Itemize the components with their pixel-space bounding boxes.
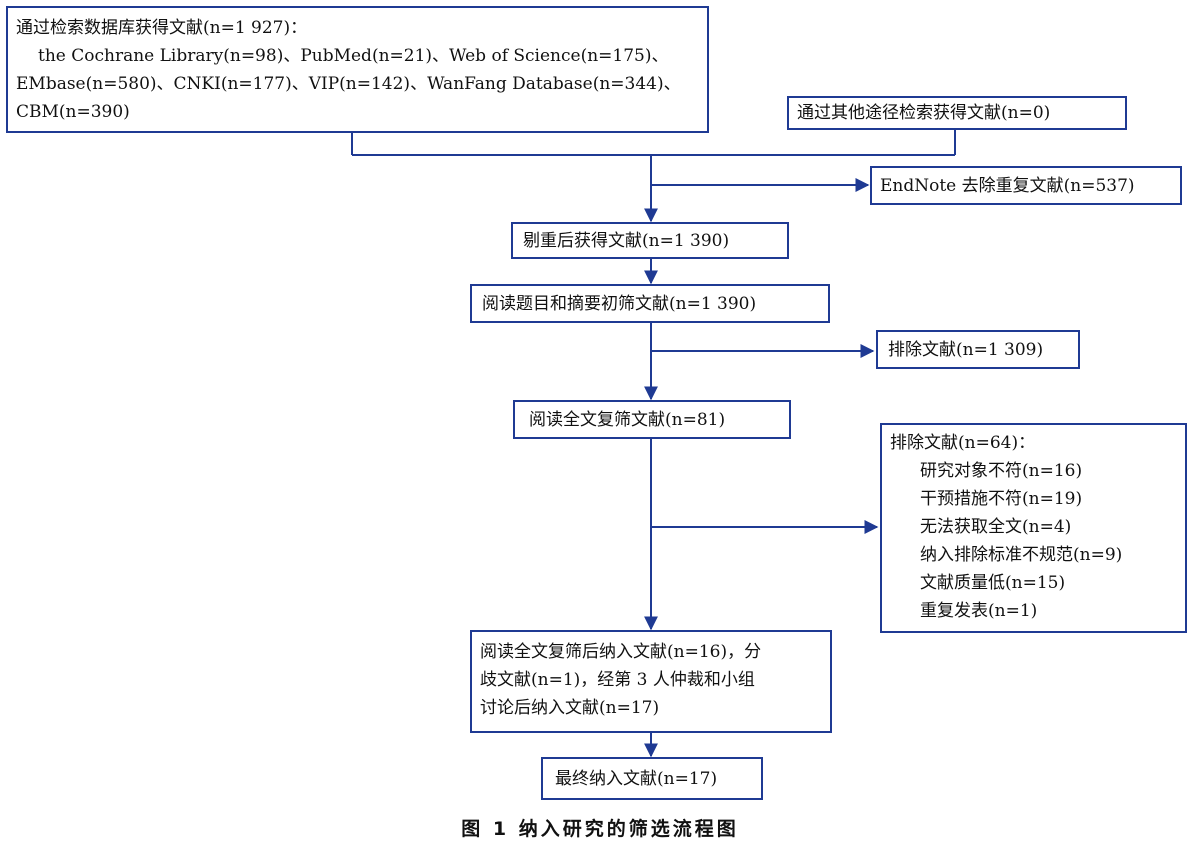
exclusion-reason: 无法获取全文(n=4) [920, 517, 1072, 537]
exclusion-reason: 纳入排除标准不规范(n=9) [920, 545, 1123, 565]
title-abstract-screening-box: 阅读题目和摘要初筛文献(n=1 390) [470, 284, 830, 323]
fulltext-screening-box: 阅读全文复筛文献(n=81) [513, 400, 791, 439]
database-search-line-3: CBM(n=390) [16, 102, 130, 122]
excluded-first-text: 排除文献(n=1 309) [888, 340, 1044, 360]
duplicates-removed-text: EndNote 去除重复文献(n=537) [880, 176, 1135, 196]
exclusion-reason: 重复发表(n=1) [920, 601, 1038, 621]
database-search-title: 通过检索数据库获得文献(n=1 927)： [16, 18, 308, 38]
excluded-second-title: 排除文献(n=64)： [890, 433, 1036, 453]
figure-caption: 图 1 纳入研究的筛选流程图 [461, 818, 739, 840]
after-fulltext-line-2: 歧文献(n=1)，经第 3 人仲裁和小组 [480, 670, 755, 690]
exclusion-reason: 干预措施不符(n=19) [920, 489, 1083, 509]
final-included-box: 最终纳入文献(n=17) [541, 757, 763, 800]
after-fulltext-line-1: 阅读全文复筛后纳入文献(n=16)，分 [480, 642, 762, 662]
database-search-line-1: the Cochrane Library(n=98)、PubMed(n=21)、… [38, 46, 669, 66]
after-fulltext-box: 阅读全文复筛后纳入文献(n=16)，分 歧文献(n=1)，经第 3 人仲裁和小组… [470, 630, 832, 733]
final-included-text: 最终纳入文献(n=17) [555, 769, 718, 789]
exclusion-reason: 研究对象不符(n=16) [920, 461, 1083, 481]
fulltext-screening-text: 阅读全文复筛文献(n=81) [529, 410, 726, 430]
duplicates-removed-box: EndNote 去除重复文献(n=537) [870, 166, 1182, 205]
other-sources-text: 通过其他途径检索获得文献(n=0) [797, 103, 1051, 123]
after-dedup-text: 剔重后获得文献(n=1 390) [523, 231, 730, 251]
excluded-second-box: 排除文献(n=64)： 研究对象不符(n=16) 干预措施不符(n=19) 无法… [880, 423, 1187, 633]
exclusion-reason: 文献质量低(n=15) [920, 573, 1066, 593]
after-fulltext-line-3: 讨论后纳入文献(n=17) [480, 698, 660, 718]
database-search-line-2: EMbase(n=580)、CNKI(n=177)、VIP(n=142)、Wan… [16, 74, 681, 94]
excluded-first-box: 排除文献(n=1 309) [876, 330, 1080, 369]
title-abstract-screening-text: 阅读题目和摘要初筛文献(n=1 390) [482, 294, 757, 314]
other-sources-box: 通过其他途径检索获得文献(n=0) [787, 96, 1127, 130]
after-dedup-box: 剔重后获得文献(n=1 390) [511, 222, 789, 259]
database-search-box: 通过检索数据库获得文献(n=1 927)： the Cochrane Libra… [6, 6, 709, 133]
